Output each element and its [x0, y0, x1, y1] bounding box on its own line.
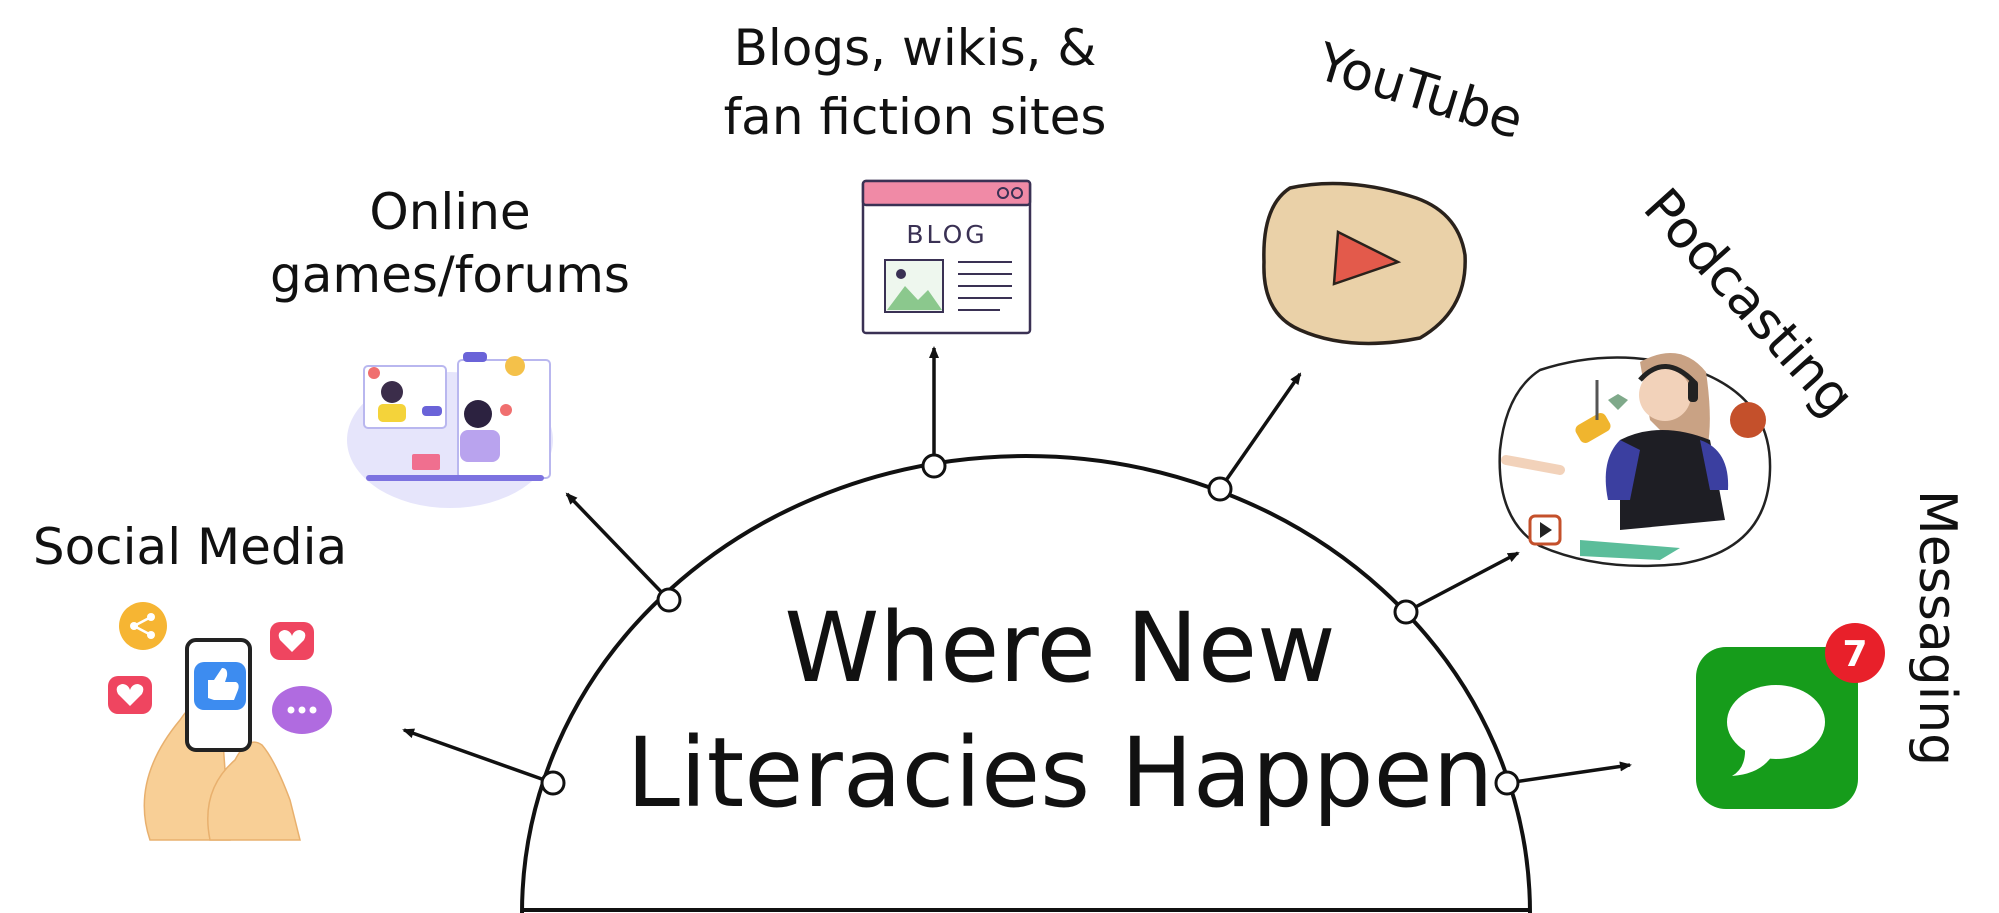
chat-icon	[272, 686, 332, 734]
share-icon	[119, 602, 167, 650]
diagram-title-line2: Literacies Happen	[626, 717, 1494, 829]
label-messaging: Messaging	[1907, 490, 1967, 766]
speech-bubble-icon	[1727, 685, 1825, 776]
blog-badge-text: BLOG	[906, 220, 987, 249]
podcasting-illustration	[1498, 353, 1772, 568]
microphone-icon	[1575, 380, 1611, 443]
blog-page-icon: BLOG	[861, 179, 1032, 335]
label-blogs-line1: Blogs, wikis, &	[733, 19, 1097, 77]
node-youtube	[1207, 476, 1233, 502]
notification-badge	[1825, 623, 1885, 683]
diagram-title-line1: Where New	[784, 592, 1336, 704]
label-online-games-line1: Online	[369, 183, 531, 241]
node-messaging	[1494, 770, 1520, 796]
central-dome	[520, 454, 1532, 913]
play-button-icon	[1262, 181, 1467, 346]
heart-icon	[270, 622, 314, 660]
spoke-messaging	[1494, 761, 1632, 796]
spoke-social-media	[402, 728, 566, 796]
label-blogs: Blogs, wikis, & fan fiction sites	[680, 14, 1150, 152]
spoke-youtube	[1207, 372, 1302, 502]
label-social-media: Social Media	[20, 516, 360, 579]
spoke-online-games	[565, 492, 682, 613]
node-blogs	[921, 453, 947, 479]
node-social-media	[540, 770, 566, 796]
node-online-games	[656, 587, 682, 613]
node-podcasting	[1393, 599, 1419, 625]
label-online-games: Online games/forums	[250, 181, 650, 306]
online-games-illustration	[347, 352, 553, 508]
spoke-blogs	[921, 346, 947, 479]
messaging-app-icon: 7	[1696, 623, 1885, 809]
spoke-podcasting	[1393, 551, 1520, 625]
heart-icon	[108, 676, 152, 714]
label-blogs-line2: fan fiction sites	[723, 88, 1107, 146]
label-social-media-text: Social Media	[32, 518, 348, 576]
label-youtube: YouTube	[1309, 32, 1530, 151]
social-media-illustration	[108, 602, 332, 841]
notification-count: 7	[1842, 634, 1867, 675]
thumbs-up-icon	[194, 662, 246, 710]
label-online-games-line2: games/forums	[270, 245, 630, 304]
